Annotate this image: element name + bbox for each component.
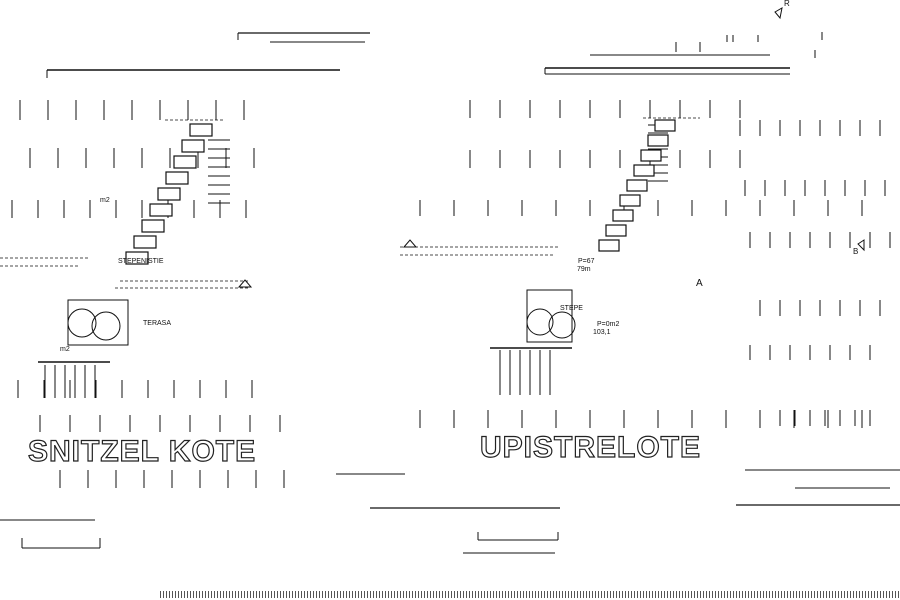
dimension-strip — [160, 591, 900, 598]
stair-step — [612, 209, 634, 222]
area-label-left-bottom: m2 — [60, 346, 70, 353]
stair-step — [640, 149, 662, 162]
stair-step — [619, 194, 641, 207]
stair-step — [633, 164, 655, 177]
room-label-stairs-left: STEPENISTIE — [118, 258, 164, 265]
stair-step — [189, 123, 213, 137]
section-mark-a: A — [696, 278, 703, 289]
spiral-stair — [67, 308, 97, 338]
plan-title-right: UPISTRELOTE — [479, 430, 702, 464]
stair-step — [157, 187, 181, 201]
stair-step — [133, 235, 157, 249]
stair-step — [181, 139, 205, 153]
room-outline — [526, 289, 573, 343]
room-label-stairs-right: STEPE — [560, 305, 583, 312]
area-label-right-mid-value: 103,1 — [593, 329, 611, 336]
stair-step — [149, 203, 173, 217]
stair-step — [654, 119, 676, 132]
section-mark-r: R — [784, 0, 790, 8]
section-marker — [402, 239, 418, 248]
stair-step — [165, 171, 189, 185]
stair-step — [626, 179, 648, 192]
spiral-stair — [526, 308, 554, 336]
stair-step — [605, 224, 627, 237]
plan-title-left: SNITZEL KOTE — [27, 434, 257, 468]
spiral-stair — [91, 311, 121, 341]
section-marker — [857, 239, 865, 252]
room-label-terrace-left: TERASA — [143, 320, 172, 327]
section-mark-b: B — [853, 247, 859, 256]
staircase-right — [598, 119, 676, 252]
area-label-right-top-value: 79m — [577, 266, 591, 273]
stair-step — [647, 134, 669, 147]
room-outline — [67, 299, 129, 346]
section-marker — [774, 7, 783, 20]
spiral-stair — [548, 311, 576, 339]
stair-step — [598, 239, 620, 252]
area-label-right-mid: P=0m2 — [597, 321, 620, 328]
stair-step — [173, 155, 197, 169]
area-label-right-top: P=67 — [578, 258, 595, 265]
stair-step — [125, 251, 149, 265]
section-marker — [237, 279, 253, 288]
staircase-left — [125, 123, 213, 265]
area-label-left-top: m2 — [100, 197, 110, 204]
stair-step — [141, 219, 165, 233]
